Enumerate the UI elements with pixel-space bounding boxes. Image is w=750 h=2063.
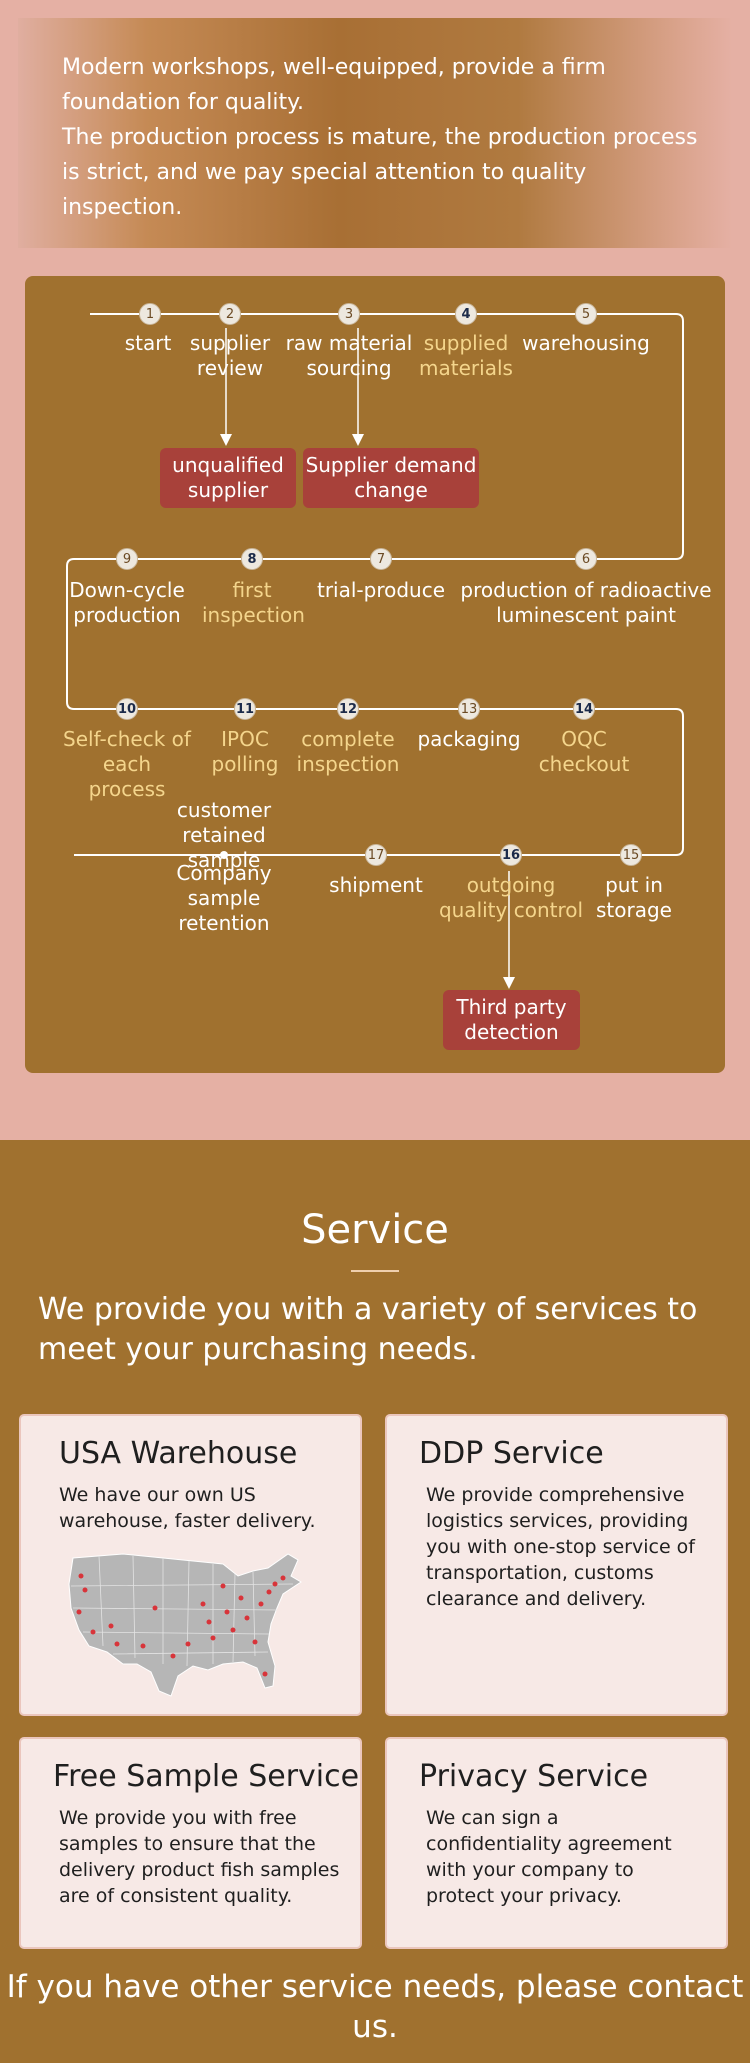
title-divider (351, 1270, 399, 1272)
card-free-sample-service: Free Sample Service We provide you with … (19, 1737, 362, 1949)
step-3-label: raw material sourcing (285, 331, 413, 380)
step-13-label: packaging (417, 727, 521, 751)
card-text: We provide comprehensive logistics servi… (426, 1484, 695, 1610)
step-6-marker: 6 (575, 548, 597, 570)
step-7-marker: 7 (370, 548, 392, 570)
step-12-label: complete inspection (296, 727, 400, 776)
intro-banner: Modern workshops, well-equipped, provide… (18, 18, 732, 248)
card-title: USA Warehouse (59, 1436, 298, 1471)
step-15-marker: 15 (620, 844, 642, 866)
company-sample-retention-label: Company sample retention (176, 861, 272, 935)
intro-text-2: The production process is mature, the pr… (62, 125, 698, 220)
step-9-marker: 9 (116, 548, 138, 570)
intro-text-1: Modern workshops, well-equipped, provide… (62, 55, 606, 115)
step-6-label: production of radioactive luminescent pa… (460, 578, 712, 627)
step-8-label: first inspection (202, 578, 305, 627)
step-16-marker: 16 (500, 844, 522, 866)
card-text: We have our own US warehouse, faster del… (59, 1484, 316, 1532)
step-13-marker: 13 (458, 698, 480, 720)
card-text: We can sign a confidentiality agreement … (426, 1807, 672, 1907)
service-subtitle: We provide you with a variety of service… (38, 1292, 698, 1367)
step-7-label: trial-produce (316, 578, 446, 602)
step-2-label: supplier review (189, 331, 271, 380)
card-usa-warehouse: USA Warehouse We have our own US warehou… (19, 1414, 362, 1716)
flow-connector-lines (66, 313, 684, 989)
step-14-marker: 14 (573, 698, 595, 720)
step-8-marker: 8 (241, 548, 263, 570)
usa-map-image (68, 1553, 302, 1697)
card-privacy-service: Privacy Service We can sign a confidenti… (385, 1737, 728, 1949)
unqualified-supplier-box: unqualified supplier (160, 448, 296, 508)
sample-branch-dot (220, 851, 228, 859)
step-1-marker: 1 (139, 303, 161, 325)
card-text: We provide you with free samples to ensu… (59, 1807, 340, 1907)
supplier-demand-change-box: Supplier demand change (303, 448, 479, 508)
card-title: Privacy Service (419, 1759, 649, 1794)
step-11-label: IPOC polling (211, 727, 279, 776)
step-1-label: start (124, 331, 172, 355)
step-9-label: Down-cycle production (69, 578, 185, 627)
card-ddp-service: DDP Service We provide comprehensive log… (385, 1414, 728, 1716)
step-5-label: warehousing (522, 331, 650, 355)
contact-us-text: If you have other service needs, please … (6, 1969, 744, 2045)
step-14-label: OQC checkout (538, 727, 630, 776)
production-process-section: Modern workshops, well-equipped, provide… (0, 0, 750, 1140)
step-17-marker: 17 (365, 844, 387, 866)
step-16-label: outgoing quality control (438, 873, 584, 922)
step-2-marker: 2 (219, 303, 241, 325)
step-3-marker: 3 (338, 303, 360, 325)
step-11-marker: 11 (234, 698, 256, 720)
step-4-marker: 4 (455, 303, 477, 325)
step-4-label: supplied materials (419, 331, 513, 380)
service-title: Service (301, 1207, 449, 1253)
card-title: Free Sample Service (53, 1759, 360, 1794)
card-title: DDP Service (419, 1436, 604, 1471)
step-17-label: shipment (329, 873, 423, 897)
step-10-label: Self-check of each process (63, 727, 191, 801)
step-5-marker: 5 (575, 303, 597, 325)
third-party-detection-box: Third party detection (443, 990, 580, 1050)
step-15-label: put in storage (596, 873, 672, 922)
step-10-marker: 10 (116, 698, 138, 720)
process-flow-diagram: 1 start 2 supplier review 3 raw material… (25, 276, 725, 1073)
step-12-marker: 12 (337, 698, 359, 720)
